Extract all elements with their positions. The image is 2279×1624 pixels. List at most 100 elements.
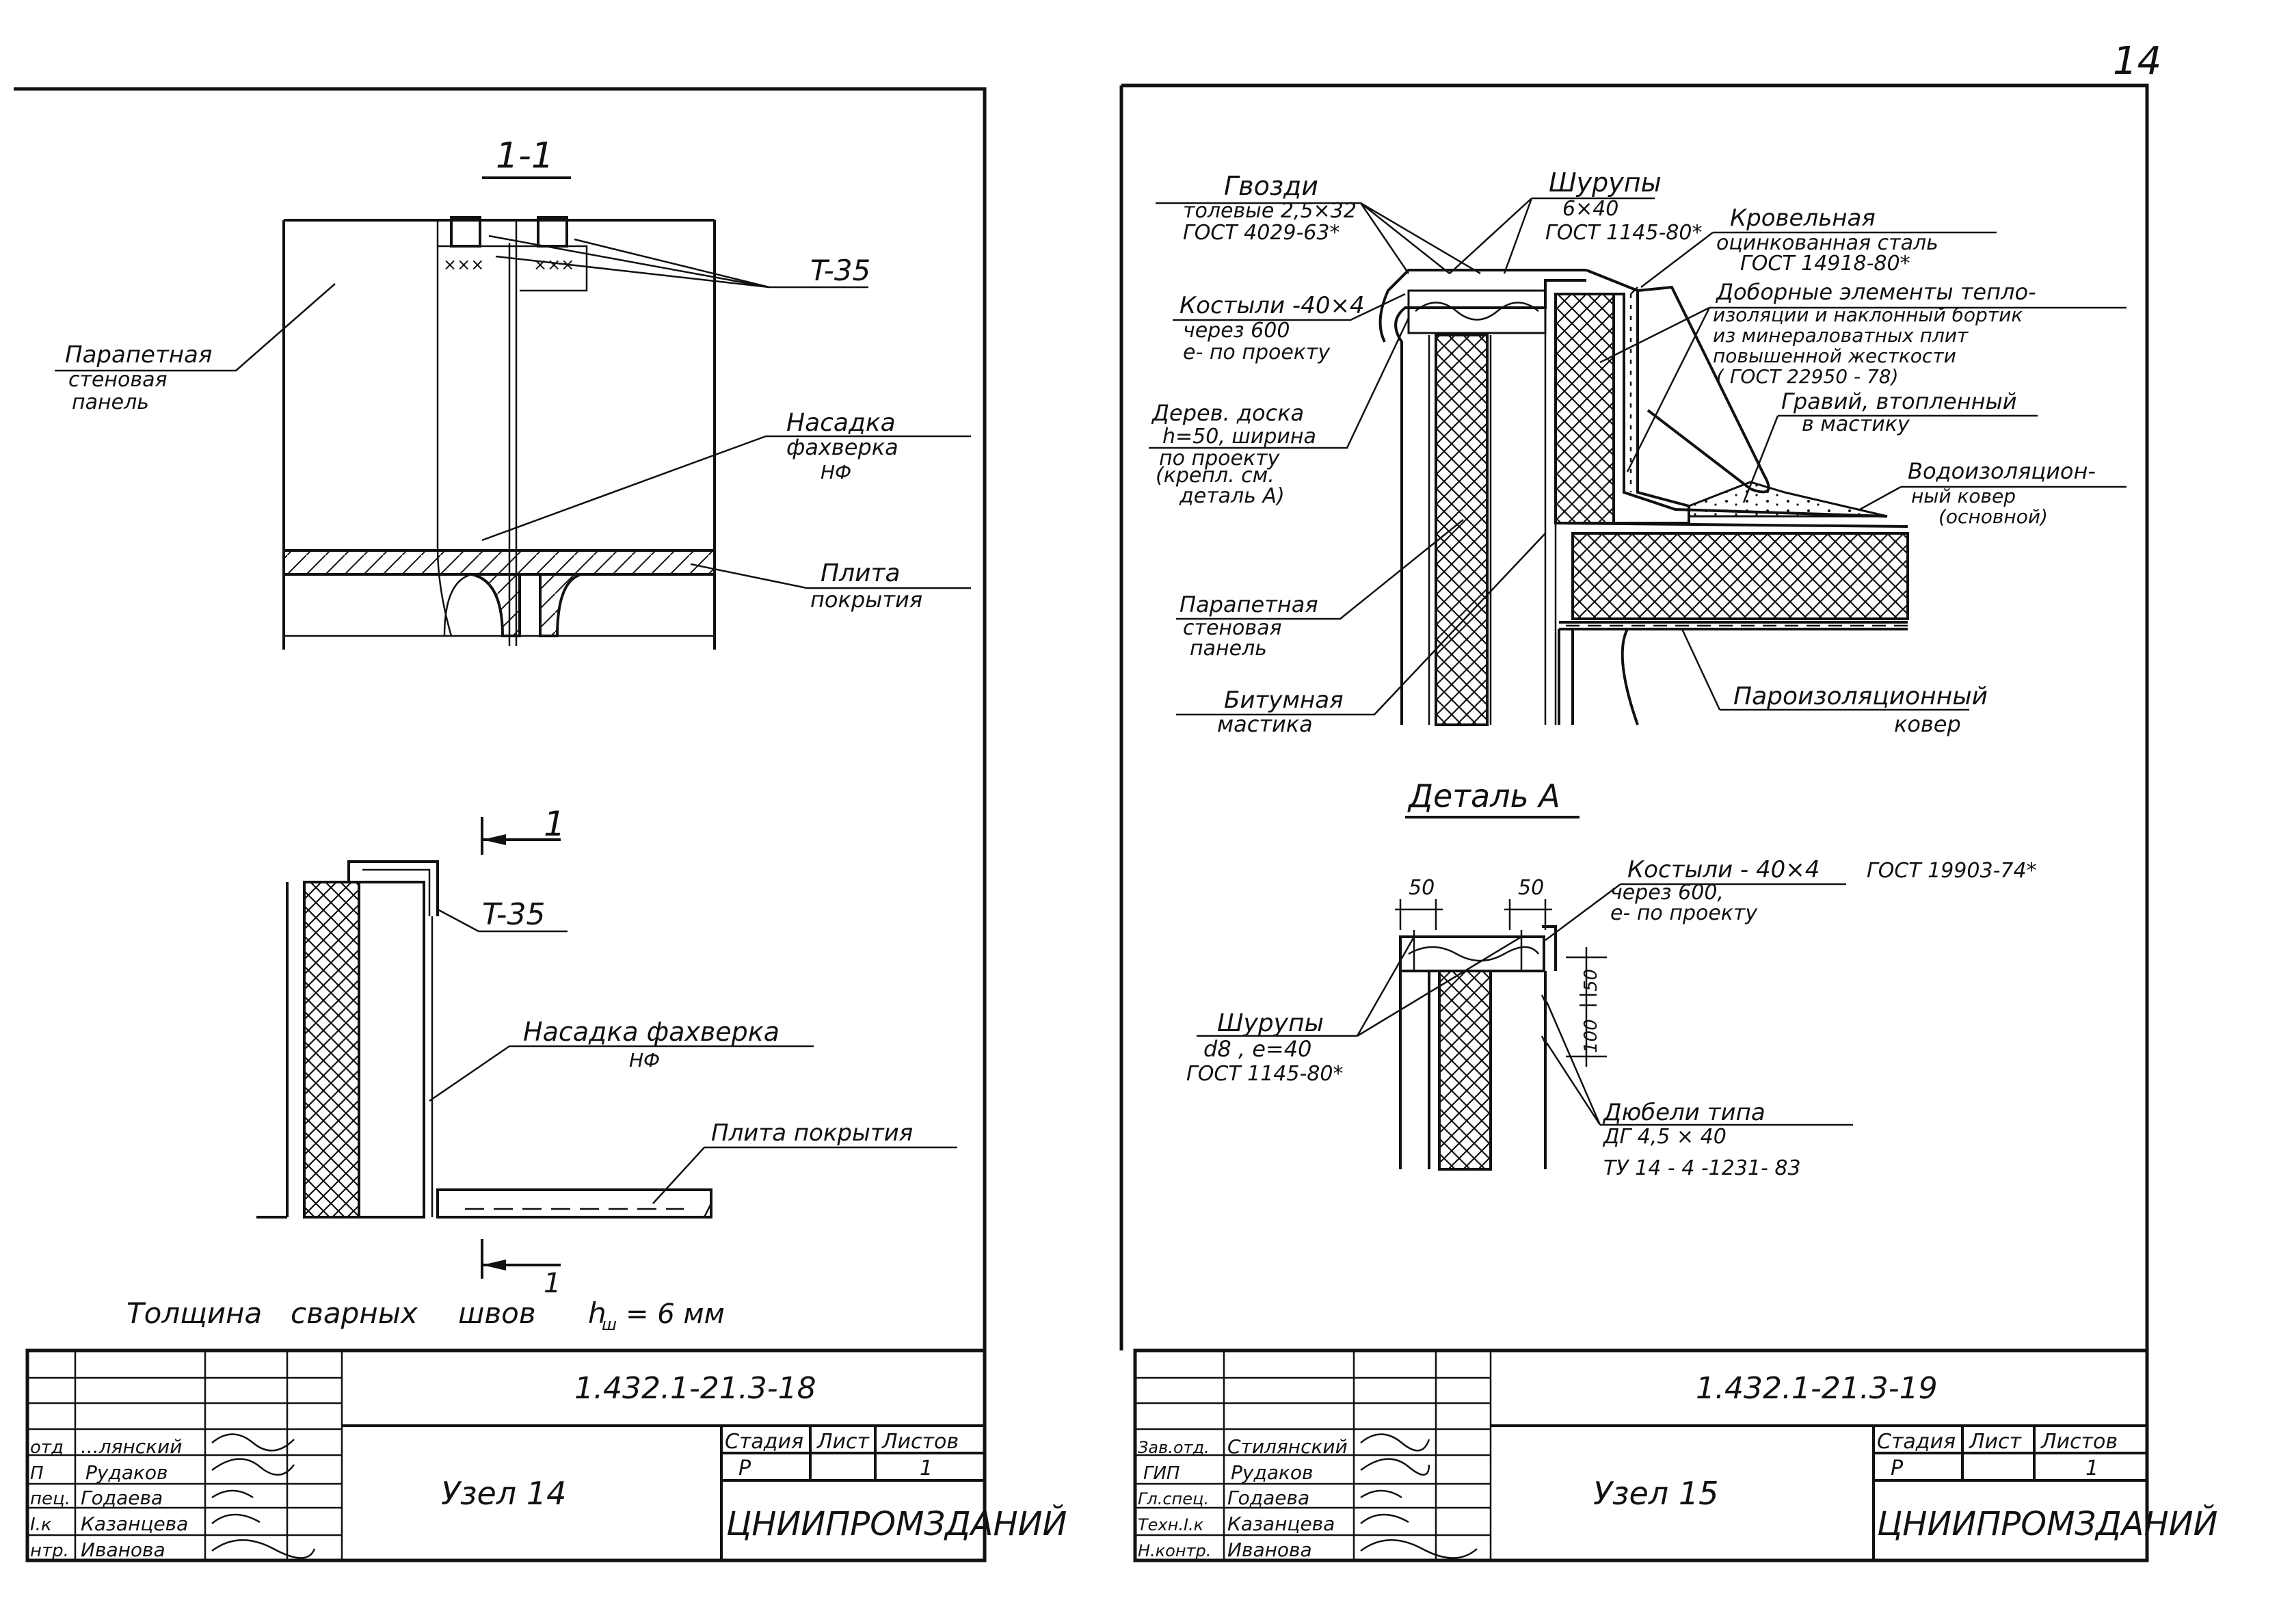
svg-text:из минераловатных плит: из минераловатных плит [1713, 324, 1969, 347]
title-block-right: 1.432.1-21.3-19 Узел 15 Стадия Лист Лист… [1133, 1348, 2217, 1562]
svg-text:Стадия: Стадия [1877, 1430, 1956, 1454]
svg-text:НФ: НФ [629, 1049, 660, 1071]
svg-text:ДГ 4,5 × 40: ДГ 4,5 × 40 [1602, 1125, 1727, 1149]
svg-text:Листов: Листов [2040, 1430, 2118, 1454]
svg-text:пец.: пец. [30, 1489, 70, 1509]
svg-text:покрытия: покрытия [810, 587, 922, 613]
svg-text:е- по проекту: е- по проекту [1183, 341, 1331, 364]
svg-text:Годаева: Годаева [81, 1487, 163, 1509]
label-dyubeli: Дюбели типа ДГ 4,5 × 40 ТУ 14 - 4 -1231-… [1602, 1099, 1801, 1180]
svg-text:6×40: 6×40 [1562, 197, 1618, 221]
svg-text:Насадка фахверка: Насадка фахверка [523, 1017, 779, 1047]
svg-text:оцинкованная сталь: оцинкованная сталь [1716, 231, 1938, 255]
svg-text:ГОСТ 1145-80*: ГОСТ 1145-80* [1545, 221, 1702, 245]
svg-text:Насадка: Насадка [786, 409, 896, 437]
svg-text:Рудаков: Рудаков [85, 1461, 168, 1484]
svg-text:НФ: НФ [821, 461, 851, 483]
svg-text:Казанцева: Казанцева [81, 1513, 188, 1535]
svg-text:Пароизоляционный: Пароизоляционный [1733, 682, 1988, 710]
right-sheet: Гвозди толевые 2,5×32 ГОСТ 4029-63* Шуру… [1119, 83, 2217, 1562]
svg-text:стеновая: стеновая [68, 368, 168, 392]
svg-text:через 600: через 600 [1183, 319, 1290, 343]
cut-mark-bottom: 1 [481, 1239, 561, 1299]
svg-text:ГОСТ 19903-74*: ГОСТ 19903-74* [1867, 859, 2037, 883]
org-left: ЦНИИПРОМЗДАНИЙ [726, 1504, 1067, 1543]
svg-text:Зав.отд.: Зав.отд. [1138, 1438, 1210, 1457]
svg-text:П: П [30, 1463, 44, 1484]
svg-text:(основной): (основной) [1938, 505, 2048, 528]
dim-50-b: 50 [1518, 876, 1544, 900]
doc-code-left: 1.432.1-21.3-18 [574, 1371, 816, 1406]
label-plita-bottom: Плита покрытия [711, 1119, 913, 1147]
node-name-right: Узел 15 [1593, 1475, 1718, 1512]
svg-text:Казанцева: Казанцева [1227, 1513, 1335, 1535]
svg-text:Парапетная: Парапетная [65, 341, 212, 369]
left-sheet: 1-1 ××× ××× T-35 Парапетная стеновая пан… [14, 87, 1067, 1562]
svg-text:...лянский: ...лянский [81, 1435, 182, 1458]
svg-text:1: 1 [2085, 1456, 2098, 1480]
svg-text:Шурупы: Шурупы [1549, 168, 1662, 198]
svg-text:Водоизоляцион-: Водоизоляцион- [1908, 458, 2096, 484]
svg-text:Костыли -40×4: Костыли -40×4 [1180, 292, 1365, 319]
label-derev: Дерев. доска h=50, ширина по проекту (кр… [1151, 400, 1316, 508]
svg-text:по проекту: по проекту [1159, 447, 1281, 470]
svg-text:Дерев. доска: Дерев. доска [1151, 400, 1304, 426]
svg-text:ный ковер: ный ковер [1911, 485, 2016, 507]
svg-text:1: 1 [920, 1456, 933, 1480]
svg-text:Костыли - 40×4: Костыли - 40×4 [1627, 856, 1820, 883]
section-1-1-view: 1-1 ××× ××× [282, 135, 716, 650]
svg-text:×××: ××× [443, 255, 484, 274]
svg-text:швов: швов [458, 1296, 536, 1330]
label-t35-top: T-35 [810, 254, 870, 287]
label-nasadka-bottom: Насадка фахверка НФ [523, 1017, 779, 1071]
node-name-left: Узел 14 [441, 1475, 566, 1512]
page-number: 14 [2113, 39, 2161, 83]
node-15-drawing [1378, 269, 1909, 726]
dim-50-c: 50 [1581, 969, 1601, 991]
svg-text:Толщина: Толщина [126, 1296, 262, 1330]
title-block-left: 1.432.1-21.3-18 Узел 14 Стадия Лист Лист… [25, 1348, 1067, 1562]
svg-text:ковер: ковер [1894, 711, 1961, 737]
svg-text:( ГОСТ 22950 - 78): ( ГОСТ 22950 - 78) [1716, 365, 1899, 388]
svg-text:стеновая: стеновая [1183, 616, 1282, 640]
dim-50-a: 50 [1409, 876, 1435, 900]
svg-text:= 6 мм: = 6 мм [626, 1299, 725, 1330]
svg-text:Плита: Плита [821, 559, 901, 587]
svg-text:ГИП: ГИП [1143, 1463, 1180, 1484]
label-gravii: Гравий, втопленный в мастику [1781, 388, 2017, 436]
label-shurupy-top: Шурупы 6×40 ГОСТ 1145-80* [1545, 168, 1702, 245]
label-plita-top: Плита покрытия [810, 559, 922, 613]
svg-text:Дюбели типа: Дюбели типа [1602, 1099, 1765, 1126]
section-mark: 1-1 [496, 135, 554, 176]
svg-text:Годаева: Годаева [1227, 1487, 1309, 1509]
svg-text:Шурупы: Шурупы [1217, 1009, 1324, 1037]
svg-text:Доборные элементы тепло-: Доборные элементы тепло- [1715, 279, 2036, 305]
label-shurupy-detail: Шурупы d8 , е=40 ГОСТ 1145-80* [1186, 1009, 1343, 1086]
svg-text:ГОСТ 4029-63*: ГОСТ 4029-63* [1183, 221, 1340, 245]
svg-text:фахверка: фахверка [786, 434, 898, 460]
label-cut-mark-top: 1 [544, 804, 565, 844]
wall-section-view [256, 860, 712, 1219]
svg-text:Стадия: Стадия [725, 1430, 803, 1454]
svg-text:Лист: Лист [816, 1430, 870, 1454]
org-right: ЦНИИПРОМЗДАНИЙ [1877, 1504, 2217, 1543]
svg-text:h=50, ширина: h=50, ширина [1162, 425, 1316, 449]
svg-text:ГОСТ 14918-80*: ГОСТ 14918-80* [1740, 252, 1910, 276]
detail-a-drawing: Деталь А [1395, 777, 1607, 1171]
svg-text:Листов: Листов [881, 1430, 959, 1454]
svg-text:мастика: мастика [1217, 711, 1313, 737]
svg-text:(крепл. см.: (крепл. см. [1156, 464, 1275, 488]
label-gvozdi: Гвозди толевые 2,5×32 ГОСТ 4029-63* [1183, 171, 1357, 245]
dim-100: 100 [1581, 1019, 1601, 1053]
label-nasadka-top: Насадка фахверка НФ [786, 409, 898, 483]
label-kostyli-detail: Костыли - 40×4 ГОСТ 19903-74* через 600,… [1610, 856, 2037, 925]
svg-text:отд: отд [30, 1437, 64, 1458]
svg-text:I.к: I.к [30, 1515, 52, 1535]
svg-text:Гвозди: Гвозди [1224, 171, 1318, 201]
svg-text:Лист: Лист [1969, 1430, 2023, 1454]
svg-text:Рудаков: Рудаков [1231, 1461, 1314, 1484]
svg-text:панель: панель [1190, 637, 1267, 661]
svg-text:Р: Р [738, 1456, 751, 1480]
svg-text:нтр.: нтр. [30, 1541, 69, 1561]
svg-text:1: 1 [544, 1268, 561, 1299]
